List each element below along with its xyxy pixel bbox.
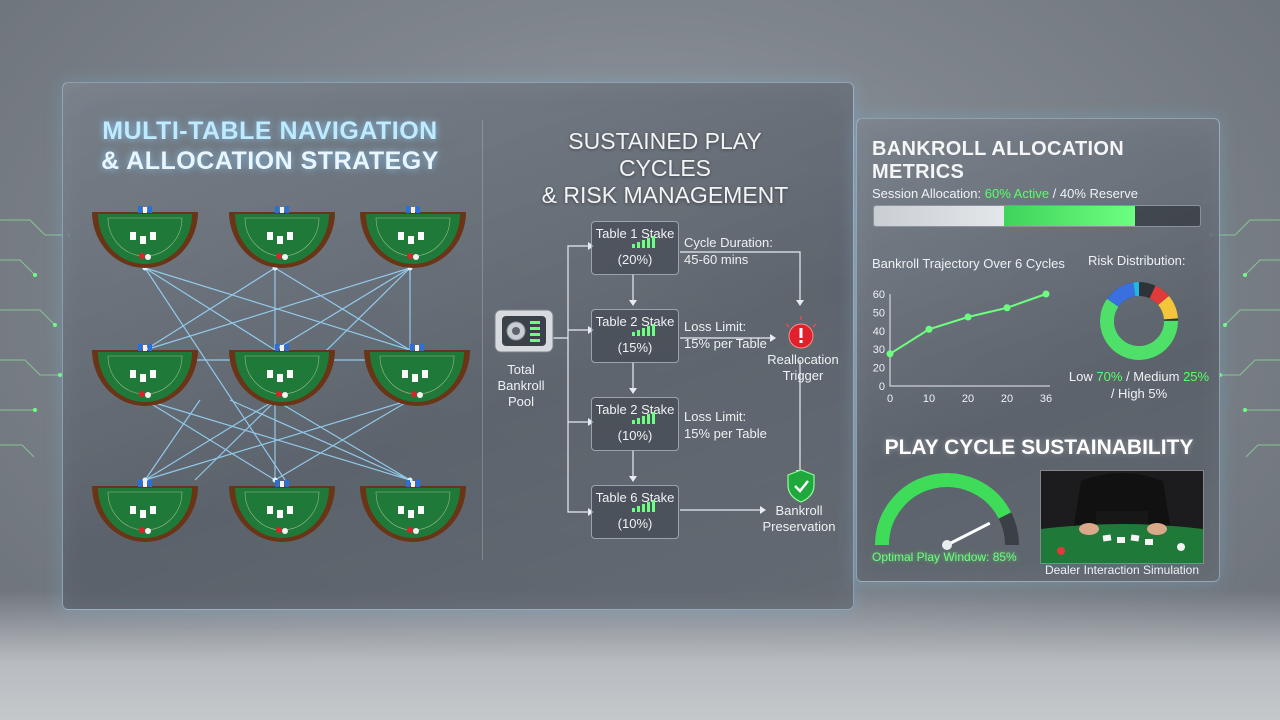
stake-bars-icon — [632, 500, 655, 512]
trajectory-title: Bankroll Trajectory Over 6 Cycles — [872, 256, 1065, 271]
reallocation-trigger-line1: Reallocation — [767, 352, 839, 367]
blackjack-table-6[interactable] — [362, 344, 472, 410]
trajectory-point — [925, 325, 933, 333]
loss-limit-value: 15% per Table — [684, 336, 767, 351]
risk-title-line1: SUSTAINED PLAY CYCLES — [568, 128, 762, 181]
cycle-duration-label: Cycle Duration: — [684, 235, 773, 250]
gauge-fill-arc — [875, 473, 1012, 546]
dealer-interaction-label: Dealer Interaction Simulation — [1044, 563, 1200, 577]
shield-check-icon — [787, 469, 815, 503]
blackjack-table-3[interactable] — [358, 206, 468, 272]
stake-bars-icon — [632, 412, 655, 424]
risk-distribution-title: Risk Distribution: — [1088, 253, 1186, 268]
y-tick-label: 30 — [873, 344, 885, 356]
chart-axes — [889, 294, 1050, 387]
bankroll-preservation-line1: Bankroll — [775, 503, 823, 518]
risk-low-value: 70% — [1096, 369, 1123, 384]
session-allocation-text: Session Allocation: 60% Active / 40% Res… — [872, 186, 1138, 201]
loss-limit-note-2: Loss Limit: 15% per Table — [684, 408, 767, 442]
gauge-needle — [946, 521, 991, 547]
stake-bars-icon — [632, 236, 655, 248]
bankroll-pool-device-icon — [494, 309, 554, 353]
reallocation-trigger-label: Reallocation Trigger — [758, 352, 848, 384]
risk-high-value: / High 5% — [1110, 386, 1168, 401]
bankroll-pool-label-1: Total — [507, 362, 535, 377]
risk-medium-label: / Medium — [1122, 369, 1184, 384]
stake-box-4[interactable]: Table 6 Stake (10%) — [591, 485, 679, 539]
stake-box-1[interactable]: Table 1 Stake (20%) — [591, 221, 679, 275]
blackjack-table-4[interactable] — [90, 344, 200, 410]
floor — [0, 590, 1280, 720]
session-allocation-label: Session Allocation: — [872, 186, 985, 201]
dealer-scene-image — [1041, 471, 1203, 563]
y-tick-label: 20 — [873, 363, 885, 375]
session-allocation-track — [874, 206, 1005, 226]
circuit-decoration-left — [0, 219, 70, 458]
blackjack-table-1[interactable] — [90, 206, 200, 272]
stake-bars-icon — [632, 324, 655, 336]
stake-percent: (20%) — [617, 252, 653, 267]
dealer-video-thumbnail[interactable] — [1040, 470, 1204, 564]
x-tick-label: 20 — [962, 393, 974, 405]
session-active-value: 60% Active — [984, 186, 1050, 201]
reallocation-trigger-line2: Trigger — [782, 368, 824, 383]
x-tick-label: 36 — [1040, 393, 1052, 405]
x-tick-label: 20 — [1001, 393, 1013, 405]
x-tick-label: 0 — [887, 393, 893, 405]
loss-limit-label: Loss Limit: — [684, 319, 747, 334]
y-tick-label: 0 — [879, 381, 885, 393]
risk-title: SUSTAINED PLAY CYCLES & RISK MANAGEMENT — [525, 128, 805, 209]
blackjack-table-7[interactable] — [90, 480, 200, 546]
risk-distribution-donut — [1100, 282, 1178, 360]
panel-divider — [482, 120, 483, 560]
navigation-title-line1: MULTI-TABLE NAVIGATION — [102, 117, 438, 145]
risk-low-label: Low — [1068, 369, 1097, 384]
metrics-title: BANKROLL ALLOCATION METRICS — [872, 138, 1124, 183]
session-allocation-bar — [873, 205, 1201, 227]
blackjack-table-2[interactable] — [227, 206, 337, 272]
session-allocation-active-segment — [1004, 206, 1135, 226]
navigation-title-line2: & ALLOCATION STRATEGY — [101, 147, 439, 175]
risk-distribution-labels: Low 70% / Medium 25% / High 5% — [1068, 368, 1210, 402]
risk-medium-value: 25% — [1183, 369, 1210, 384]
trajectory-line — [889, 293, 1047, 355]
bankroll-preservation-label: Bankroll Preservation — [752, 503, 846, 535]
cycle-duration-note: Cycle Duration: 45-60 mins — [684, 234, 773, 268]
sustainability-gauge — [875, 473, 1019, 550]
stake-box-2[interactable]: Table 2 Stake (15%) — [591, 309, 679, 363]
blackjack-table-9[interactable] — [358, 480, 468, 546]
loss-limit-label: Loss Limit: — [684, 409, 747, 424]
stake-percent: (15%) — [617, 340, 653, 355]
risk-title-line2: & RISK MANAGEMENT — [541, 182, 789, 208]
sustainability-title: PLAY CYCLE SUSTAINABILITY — [884, 436, 1194, 459]
y-tick-label: 50 — [873, 307, 885, 319]
navigation-title: MULTI-TABLE NAVIGATION & ALLOCATION STRA… — [100, 116, 440, 176]
trajectory-point — [964, 313, 972, 321]
y-tick-label: 60 — [873, 289, 885, 301]
trajectory-point — [1042, 290, 1050, 298]
trajectory-point — [1003, 304, 1011, 312]
stake-percent: (10%) — [617, 516, 653, 531]
loss-limit-value: 15% per Table — [684, 426, 767, 441]
cycle-duration-value: 45-60 mins — [684, 252, 749, 267]
bankroll-pool-label-2: Bankroll — [497, 378, 545, 393]
blackjack-table-5[interactable] — [227, 344, 337, 410]
stake-percent: (10%) — [617, 428, 653, 443]
bankroll-pool-label-3: Pool — [507, 394, 535, 409]
x-tick-label: 10 — [923, 393, 935, 405]
bankroll-preservation-line2: Preservation — [762, 519, 836, 534]
y-tick-label: 40 — [873, 326, 885, 338]
stake-box-3[interactable]: Table 2 Stake (10%) — [591, 397, 679, 451]
session-reserve-value: / 40% Reserve — [1049, 186, 1138, 201]
blackjack-table-8[interactable] — [227, 480, 337, 546]
circuit-decoration-right — [1210, 219, 1280, 458]
bankroll-pool-label: Total Bankroll Pool — [492, 362, 550, 410]
loss-limit-note-1: Loss Limit: 15% per Table — [684, 318, 767, 352]
alert-icon — [785, 316, 817, 349]
trajectory-chart: 0 20 30 40 50 60 0 10 20 20 36 — [873, 289, 1052, 405]
gauge-label: Optimal Play Window: 85% — [872, 550, 1017, 564]
trajectory-point — [886, 350, 894, 358]
